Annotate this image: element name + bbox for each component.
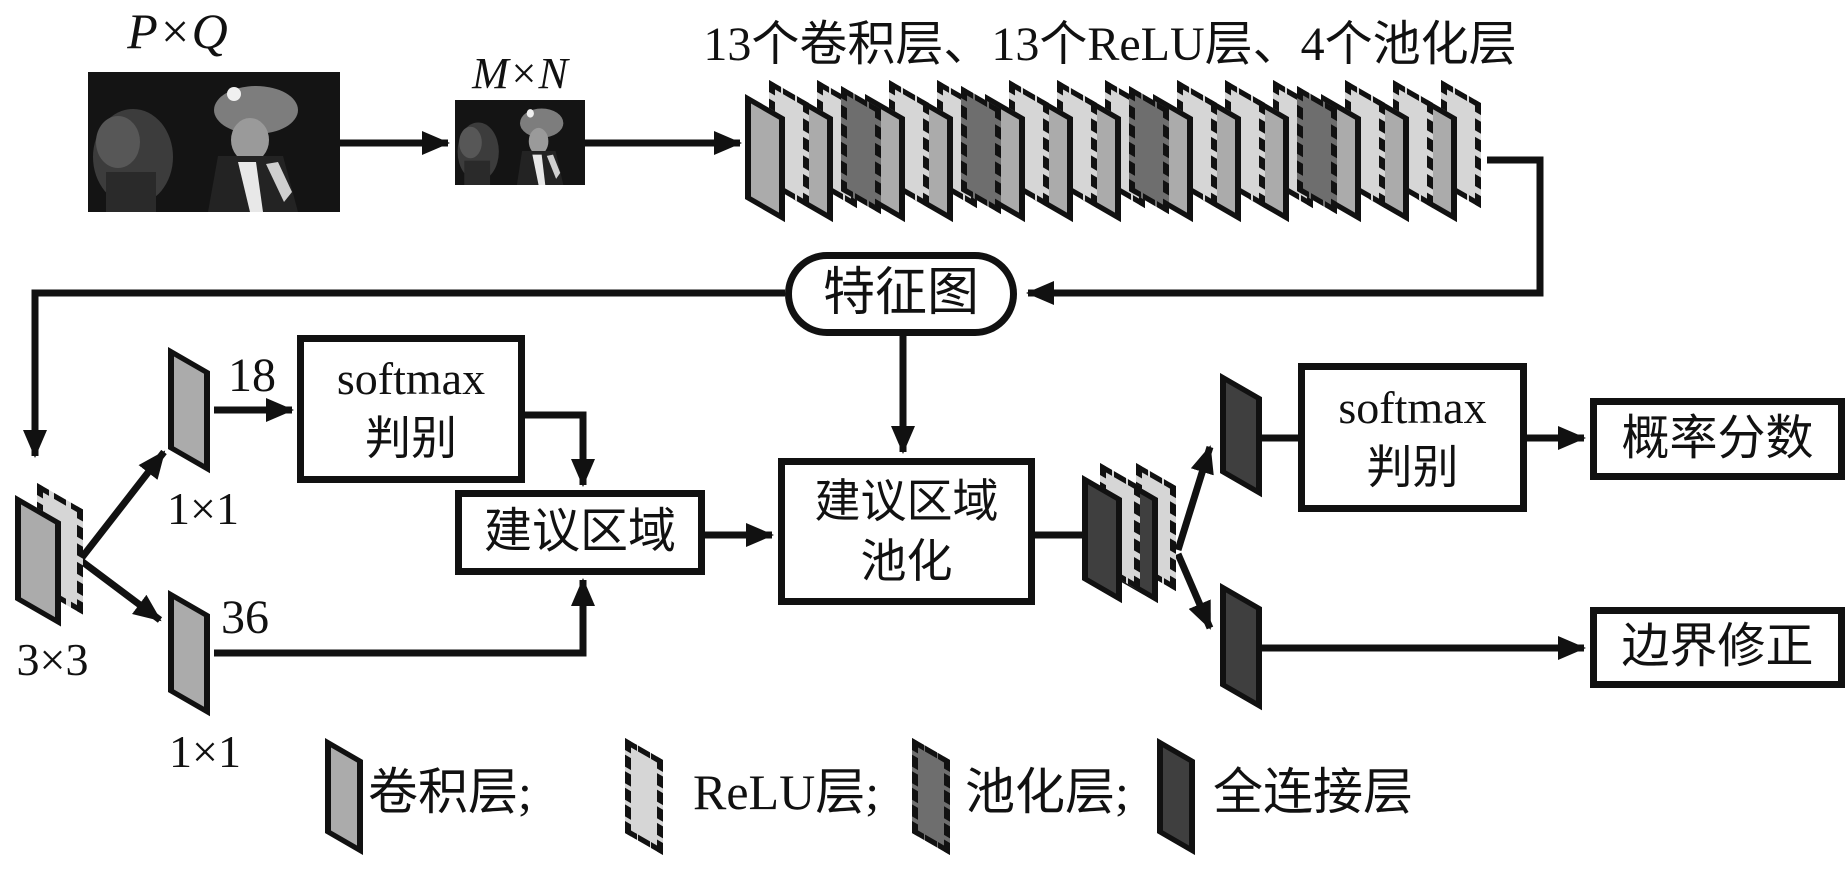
- rpn-cls-kernel-label: 1×1: [167, 483, 239, 534]
- score-box: 概率分数: [1590, 398, 1845, 480]
- rpn-softmax-box: softmax 判别: [297, 335, 525, 483]
- backbone-layer-stack: [745, 80, 1490, 250]
- input-size-label: P×Q: [127, 3, 228, 59]
- conv-layer-shape: [745, 94, 785, 223]
- feature-map-node: 特征图: [785, 252, 1017, 336]
- rpn-cls-conv-shape: [168, 347, 228, 487]
- pool-layer-shape: [961, 86, 1001, 215]
- legend-relu-label: ReLU层;: [693, 764, 880, 820]
- score-label: 概率分数: [1621, 411, 1814, 465]
- proposal-label: 建议区域: [483, 505, 676, 559]
- bbox-box: 边界修正: [1590, 607, 1845, 688]
- head-softmax-line2: 判别: [1366, 441, 1459, 493]
- pool-layer-shape: [1129, 86, 1169, 215]
- fc-bottom-shape: [1220, 583, 1280, 723]
- backbone-title: 13个卷积层、13个ReLU层、4个池化层: [703, 18, 1517, 71]
- head-softmax-box: softmax 判别: [1298, 363, 1527, 512]
- arrow-fc-to-fcbottom: [1174, 552, 1214, 630]
- miner-photo: [88, 72, 340, 212]
- arrow-conv3-to-reg: [77, 557, 163, 623]
- arrow-backbone-to-featuremap: [1026, 156, 1544, 305]
- rpn-conv3x3-label: 3×3: [16, 634, 89, 685]
- feature-map-label: 特征图: [822, 265, 979, 323]
- arrow-softmax-to-proposal: [525, 411, 595, 487]
- resized-image: [455, 100, 585, 185]
- proposal-box: 建议区域: [455, 490, 705, 575]
- rpn-reg-kernel-label: 1×1: [169, 726, 241, 777]
- roi-pooling-line1: 建议区域: [814, 475, 999, 527]
- arrow-reg-to-proposal: [214, 578, 595, 657]
- miner-photo-small: [455, 100, 585, 185]
- rpn-softmax-line2: 判别: [365, 413, 457, 464]
- arrow-conv3-to-cls: [77, 449, 167, 563]
- rpn-reg-channels-label: 36: [221, 591, 269, 644]
- fc-layer-stack: [1082, 463, 1212, 633]
- head-softmax-line1: softmax: [1338, 381, 1487, 433]
- fc-layer-shape: [1082, 475, 1122, 604]
- roi-pooling-box: 建议区域 池化: [778, 458, 1035, 605]
- conv-layer-shape: [168, 590, 210, 717]
- fc-layer-shape: [1220, 373, 1262, 498]
- bbox-label: 边界修正: [1621, 620, 1814, 674]
- conv-layer-shape: [168, 347, 210, 474]
- pool-layer-shape: [1297, 86, 1337, 215]
- legend-pool-label: 池化层;: [965, 764, 1129, 820]
- rpn-conv3x3-shape: [15, 483, 105, 633]
- roi-pooling-line2: 池化: [860, 535, 953, 587]
- fc-layer-shape: [1220, 583, 1262, 711]
- arrow-featuremap-to-rpn: [23, 289, 785, 458]
- legend-conv-label: 卷积层;: [368, 764, 532, 820]
- rpn-softmax-line1: softmax: [336, 353, 486, 405]
- resized-size-label: M×N: [472, 49, 568, 98]
- legend-fc-label: 全连接层: [1213, 764, 1413, 820]
- pool-layer-shape: [841, 86, 881, 215]
- input-image: [88, 72, 340, 212]
- fc-top-shape: [1220, 373, 1280, 513]
- rpn-cls-channels-label: 18: [228, 349, 276, 402]
- arrow-fc-to-fctop: [1174, 445, 1214, 552]
